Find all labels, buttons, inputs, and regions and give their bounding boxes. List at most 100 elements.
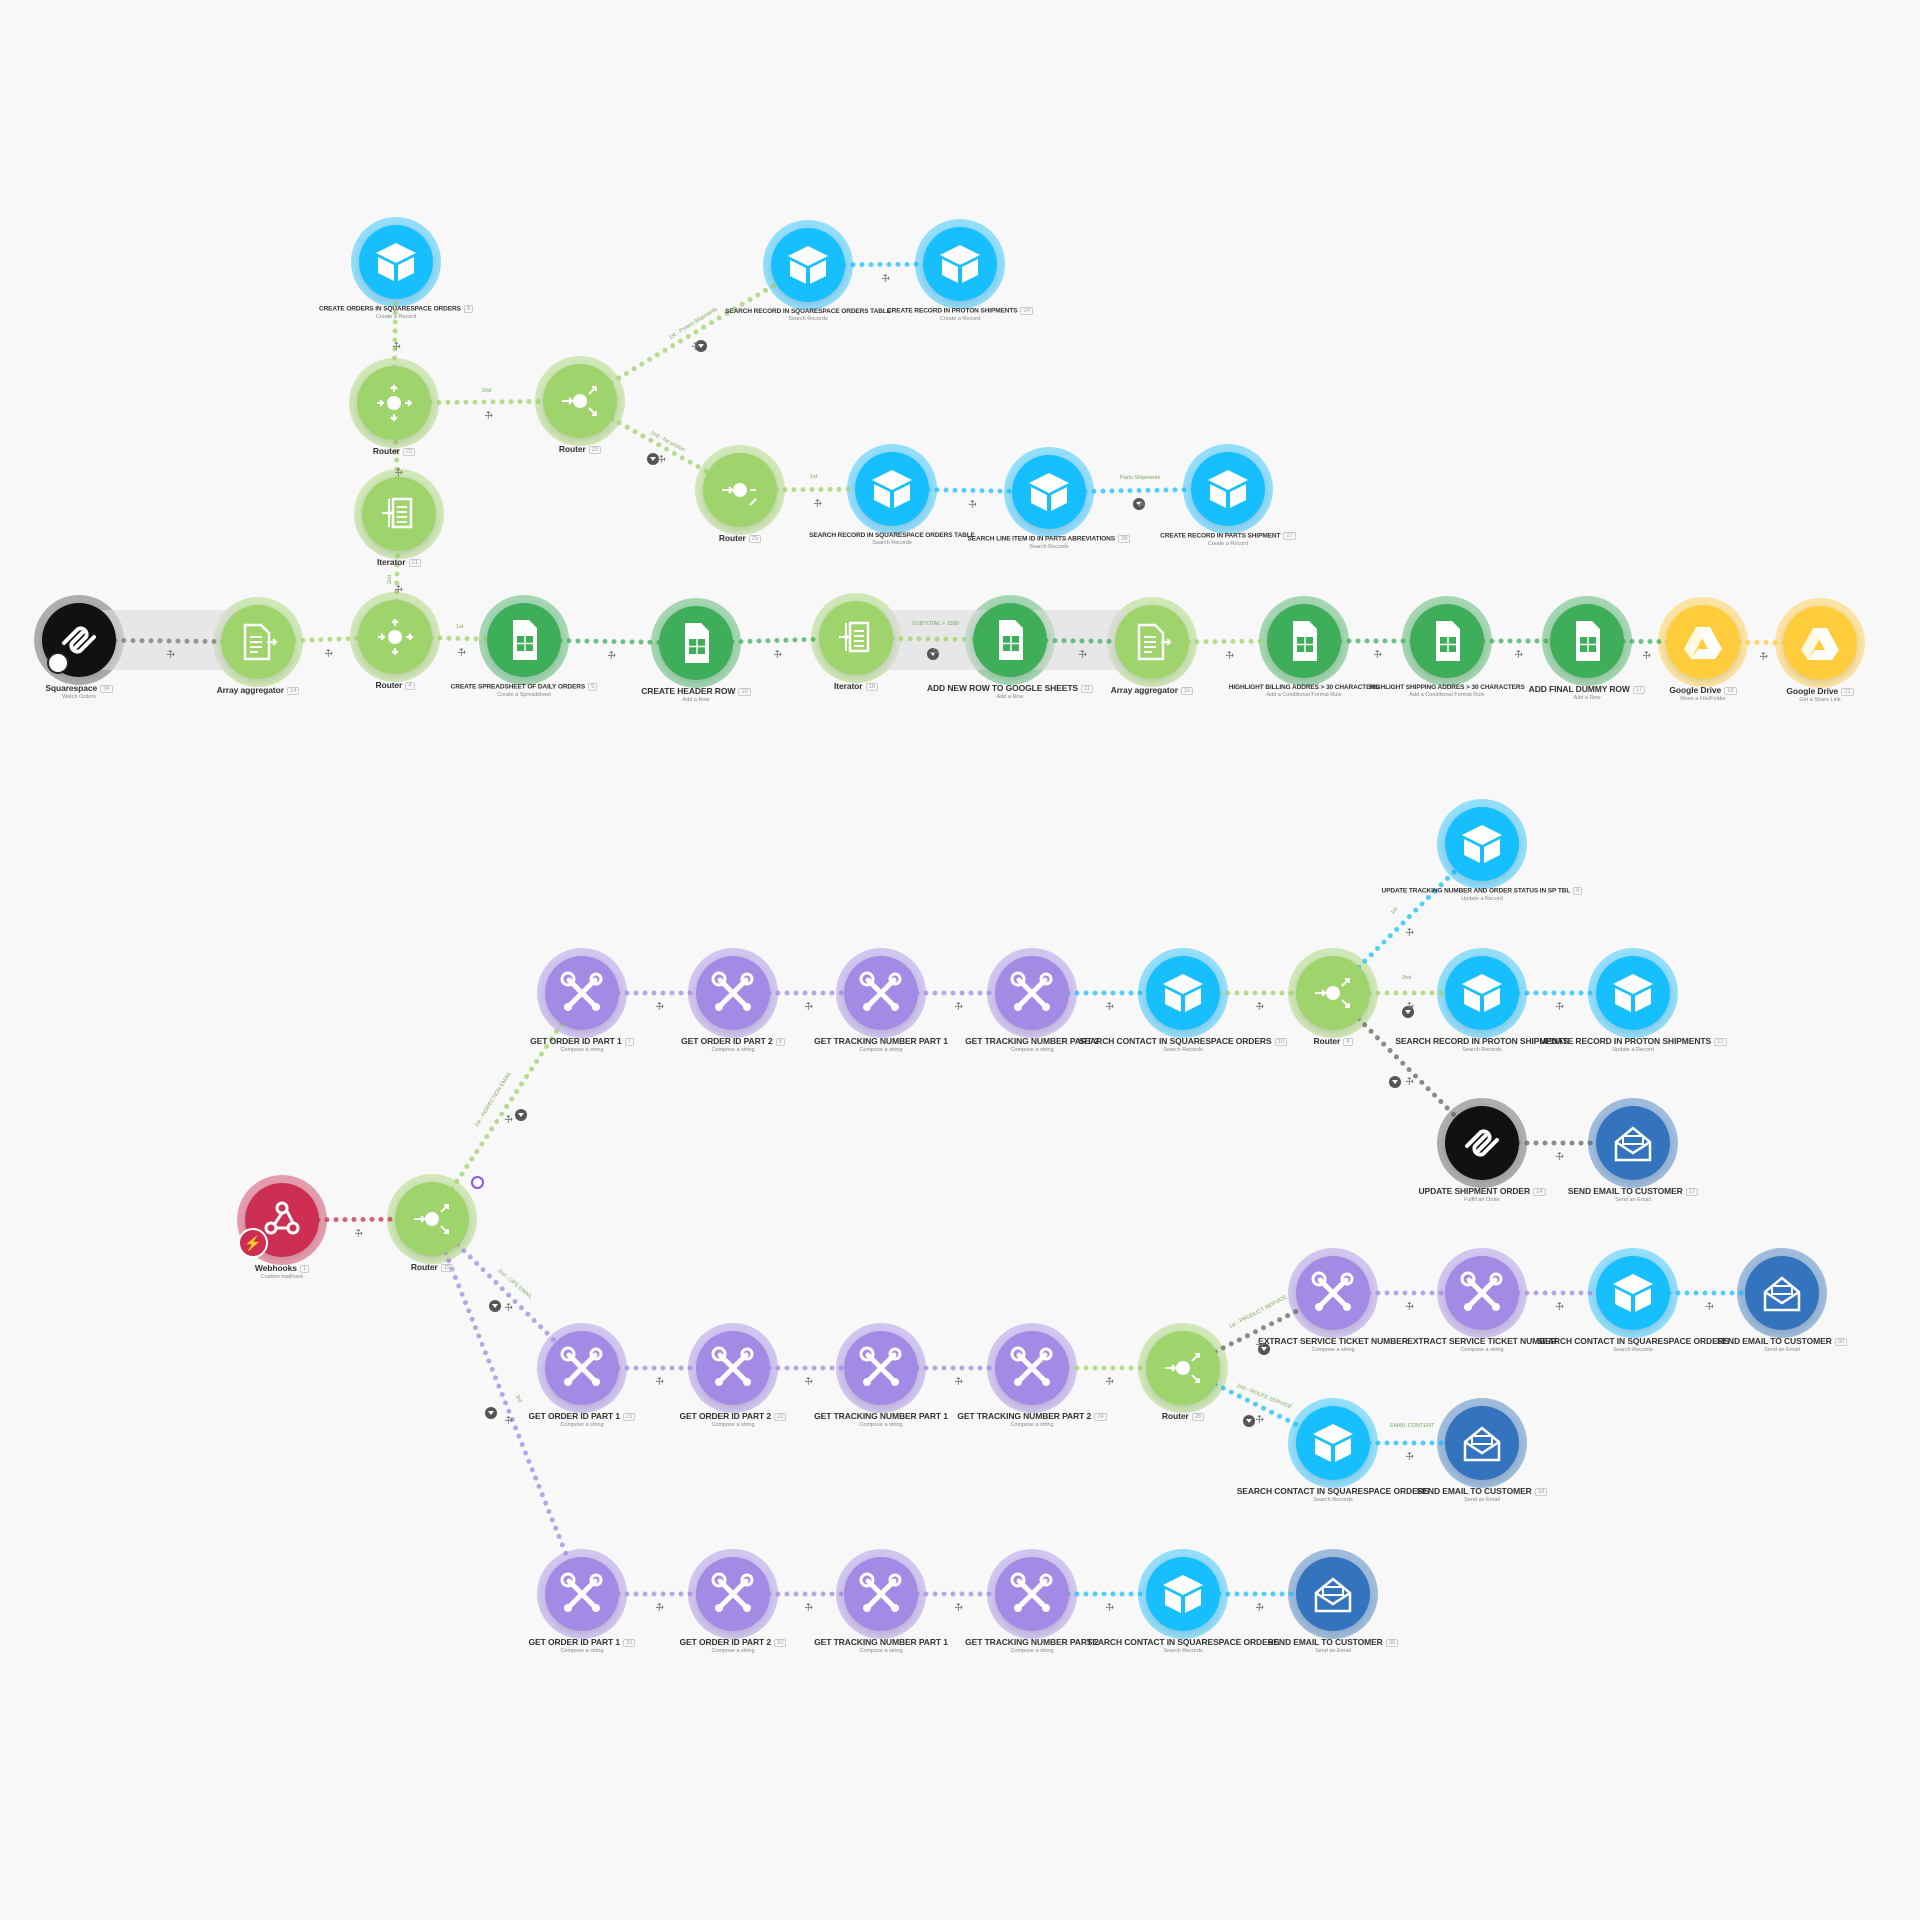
iterator-bubble[interactable] — [811, 593, 901, 683]
email-module-bubble[interactable] — [1288, 1549, 1378, 1639]
tools-module-bubble[interactable] — [1288, 1248, 1378, 1338]
tools-module-bubble[interactable] — [1437, 1248, 1527, 1338]
router-bubble[interactable] — [1138, 1323, 1228, 1413]
airtable-module-bubble[interactable] — [351, 217, 441, 307]
tools-module-bubble[interactable] — [537, 948, 627, 1038]
sheets-module-bubble[interactable] — [651, 598, 741, 688]
email-module-bubble[interactable] — [1737, 1248, 1827, 1338]
airtable-module[interactable]: SEARCH RECORD IN SQUARESPACE ORDERS TABL… — [703, 220, 913, 322]
tools-module-bubble[interactable] — [537, 1323, 627, 1413]
tools-module-bubble[interactable] — [836, 948, 926, 1038]
sheets-module[interactable]: HIGHLIGHT SHIPPING ADDRES > 30 CHARACTER… — [1342, 596, 1552, 698]
airtable-module-bubble[interactable] — [1588, 1248, 1678, 1338]
connection-line[interactable] — [76, 637, 261, 645]
squarespace-bubble[interactable] — [1437, 1098, 1527, 1188]
connection-line[interactable] — [392, 511, 402, 640]
sheets-module-bubble[interactable] — [965, 595, 1055, 685]
sheets-module-bubble[interactable] — [1542, 596, 1632, 686]
airtable-module-bubble[interactable] — [1138, 948, 1228, 1038]
router-bubble[interactable] — [387, 1174, 477, 1264]
sheets-module-bubble[interactable] — [1402, 596, 1492, 686]
connection-line[interactable] — [429, 990, 585, 1222]
iterator-bubble[interactable] — [354, 469, 444, 559]
airtable-module-bubble[interactable] — [1288, 1398, 1378, 1488]
tools-module-bubble[interactable] — [836, 1323, 926, 1413]
tools-module-bubble[interactable] — [987, 1549, 1077, 1639]
airtable-module-bubble[interactable] — [1437, 799, 1527, 889]
airtable-module-bubble[interactable] — [847, 444, 937, 534]
router-bubble[interactable] — [535, 356, 625, 446]
filter-icon[interactable] — [1389, 1076, 1401, 1088]
sheets-module[interactable]: HIGHLIGHT BILLING ADDRES > 30 CHARACTERS… — [1199, 596, 1409, 698]
filter-icon[interactable] — [1258, 1343, 1270, 1355]
airtable-module-bubble[interactable] — [1138, 1549, 1228, 1639]
filter-icon[interactable] — [1133, 498, 1145, 510]
array-aggregator-bubble[interactable] — [213, 597, 303, 687]
tools-module-bubble[interactable] — [688, 1323, 778, 1413]
filter-icon[interactable] — [695, 340, 707, 352]
airtable-module-bubble[interactable] — [763, 220, 853, 310]
email-module-bubble[interactable] — [1588, 1098, 1678, 1188]
tools-module-bubble[interactable] — [987, 1323, 1077, 1413]
airtable-module-bubble[interactable] — [1183, 444, 1273, 534]
router-bubble[interactable] — [349, 358, 439, 448]
airtable-module-bubble[interactable] — [1588, 948, 1678, 1038]
connection-line[interactable] — [577, 262, 811, 404]
sheets-module-bubble[interactable] — [1259, 596, 1349, 686]
router-bubble[interactable] — [695, 445, 785, 535]
google-drive-module-bubble[interactable] — [1775, 598, 1865, 688]
tools-module-bubble[interactable] — [688, 1549, 778, 1639]
connection-line[interactable] — [1046, 486, 1231, 495]
email-module-bubble[interactable] — [1437, 1398, 1527, 1488]
airtable-module-bubble[interactable] — [915, 219, 1005, 309]
airtable-module-bubble[interactable] — [1437, 948, 1527, 1038]
tools-module-bubble[interactable] — [987, 948, 1077, 1038]
note-icon[interactable] — [471, 1176, 484, 1189]
tools-module-bubble[interactable] — [537, 1549, 627, 1639]
filter-icon[interactable] — [1402, 1006, 1414, 1018]
squarespace-bubble[interactable] — [34, 595, 124, 685]
filter-icon[interactable] — [1243, 1415, 1255, 1427]
filter-icon[interactable] — [927, 648, 939, 660]
tools-module-bubble[interactable] — [836, 1549, 926, 1639]
airtable-module-bubble[interactable] — [1004, 447, 1094, 537]
filter-icon[interactable] — [515, 1109, 527, 1121]
